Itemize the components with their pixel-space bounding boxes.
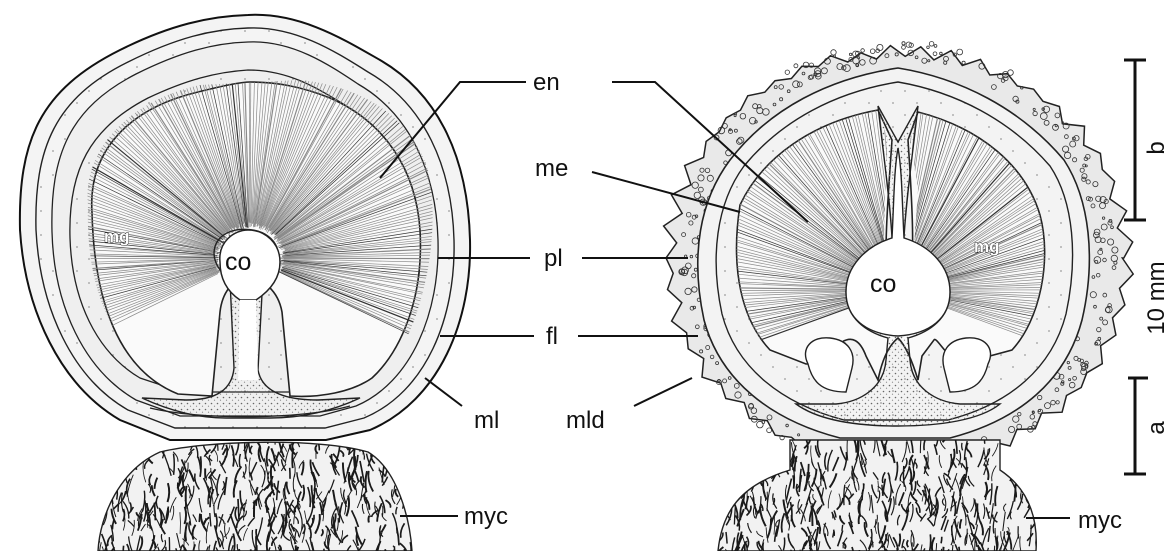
right-sporocarp: co mg: [658, 42, 1138, 552]
left-mycelium: [96, 436, 417, 551]
right-mg-label: mg: [974, 237, 1000, 256]
left-sporocarp: co mg: [0, 0, 510, 551]
mld-leader: [634, 378, 692, 406]
scale-letter-a: a: [1143, 421, 1168, 435]
label-mld: mld: [566, 407, 605, 434]
scale-letter-b: b: [1143, 141, 1168, 154]
label-ml: ml: [474, 407, 499, 434]
label-myc-right: myc: [1078, 507, 1122, 534]
scale-length: 10 mm: [1143, 261, 1168, 334]
scale-bar: b 10 mm a: [1124, 60, 1168, 474]
left-columella-label: co: [225, 248, 251, 276]
left-columella-stalk: [238, 300, 258, 380]
label-pl: pl: [544, 245, 563, 272]
left-mg-label: mg: [104, 227, 130, 246]
ml-leader: [425, 378, 462, 406]
label-me: me: [535, 155, 568, 182]
label-fl: fl: [546, 323, 558, 350]
label-myc-left: myc: [464, 503, 508, 530]
label-en: en: [533, 69, 560, 96]
right-columella-label: co: [870, 270, 896, 298]
right-mycelium: [709, 432, 1044, 551]
